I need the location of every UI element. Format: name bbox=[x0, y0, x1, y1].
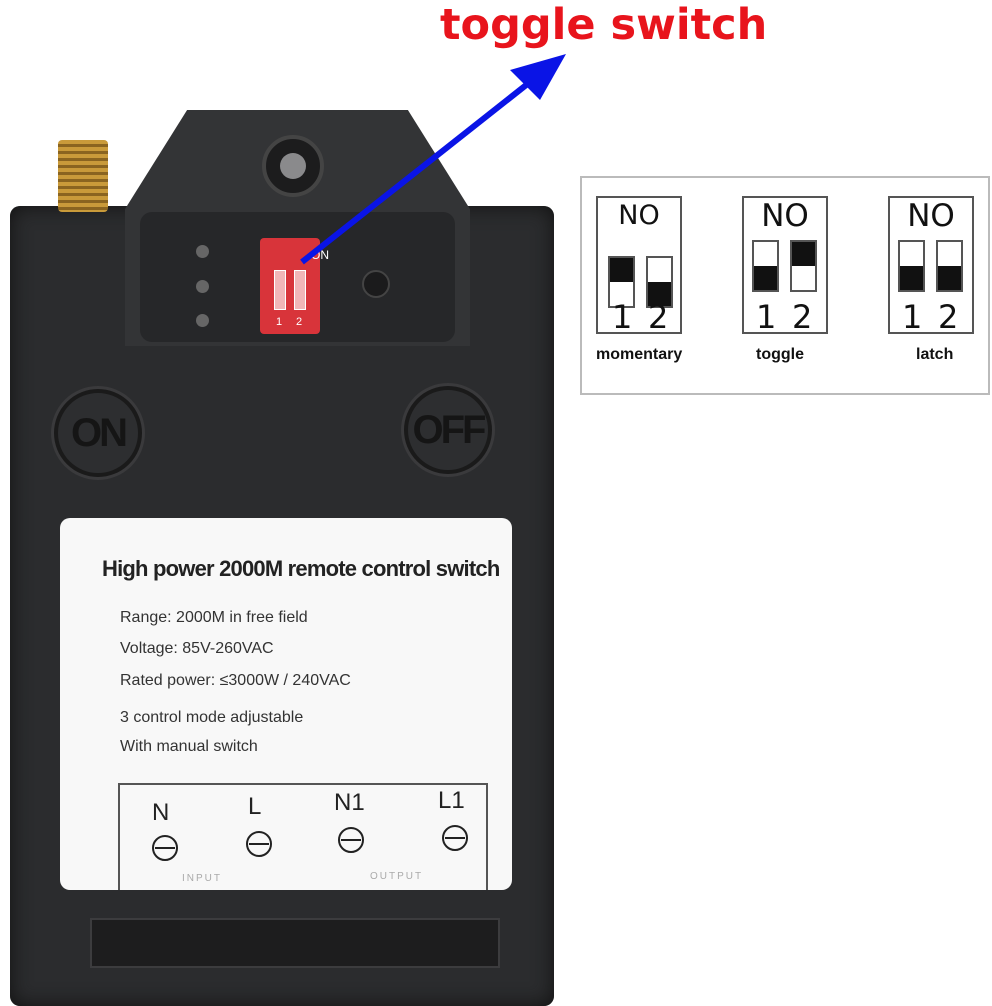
product-label: High power 2000M remote control switch R… bbox=[60, 518, 512, 890]
spec-line: 3 control mode adjustable bbox=[120, 709, 304, 726]
led-indicator bbox=[196, 280, 209, 293]
mode-caption: latch bbox=[916, 346, 954, 363]
switch-2 bbox=[790, 240, 817, 292]
mode-card-momentary: NO 1 2 bbox=[596, 196, 682, 336]
terminal-screw-icon bbox=[338, 827, 364, 853]
led-indicator bbox=[196, 314, 209, 327]
mode-header: NO bbox=[761, 198, 809, 234]
mounting-hole bbox=[262, 135, 324, 197]
mode-header: NO bbox=[907, 198, 955, 234]
switch-1 bbox=[608, 256, 635, 308]
dip-lever-2[interactable] bbox=[294, 270, 306, 310]
arrow-head-icon bbox=[510, 54, 566, 100]
learn-button[interactable] bbox=[362, 270, 390, 298]
callout-arrow bbox=[300, 54, 566, 265]
spec-line: Range: 2000M in free field bbox=[120, 609, 308, 626]
spec-line: Rated power: ≤3000W / 240VAC bbox=[120, 672, 351, 689]
output-label: OUTPUT bbox=[370, 871, 424, 882]
terminal-diagram: N L N1 L1 INPUT OUTPUT bbox=[118, 783, 488, 890]
spec-line: With manual switch bbox=[120, 738, 258, 755]
terminal-label: N1 bbox=[334, 789, 365, 816]
terminal-screw-icon bbox=[246, 831, 272, 857]
switch-1 bbox=[752, 240, 779, 292]
dip-number: 2 bbox=[296, 316, 303, 328]
off-button[interactable]: OFF bbox=[404, 386, 492, 474]
mode-card-toggle: NO 1 2 bbox=[742, 196, 828, 336]
terminal-label: L bbox=[248, 793, 262, 820]
switch-number: 2 bbox=[792, 298, 813, 336]
switch-number: 2 bbox=[648, 298, 669, 336]
switch-number: 1 bbox=[756, 298, 777, 336]
switch-1 bbox=[898, 240, 925, 292]
mode-diagram: NO 1 2 NO 1 2 NO 1 2 momentary toggle la… bbox=[580, 176, 990, 395]
switch-number: 1 bbox=[612, 298, 633, 336]
on-button[interactable]: ON bbox=[54, 389, 142, 477]
dip-number: 1 bbox=[276, 316, 283, 328]
mode-header: NO bbox=[618, 200, 660, 231]
mode-caption: toggle bbox=[756, 346, 804, 363]
arrow-shaft bbox=[300, 79, 532, 265]
dip-lever-1[interactable] bbox=[274, 270, 286, 310]
terminal-screw-icon bbox=[442, 825, 468, 851]
switch-2 bbox=[936, 240, 963, 292]
antenna-connector bbox=[58, 140, 108, 212]
mode-card-latch: NO 1 2 bbox=[888, 196, 974, 336]
mode-caption: momentary bbox=[596, 346, 683, 363]
terminal-label: N bbox=[152, 799, 170, 826]
callout-title: toggle switch bbox=[440, 0, 768, 50]
terminal-screw-icon bbox=[152, 835, 178, 861]
spec-line: Voltage: 85V-260VAC bbox=[120, 640, 274, 657]
terminal-label: L1 bbox=[438, 787, 465, 814]
switch-number: 1 bbox=[902, 298, 923, 336]
switch-number: 2 bbox=[938, 298, 959, 336]
input-label: INPUT bbox=[182, 873, 222, 884]
switch-2 bbox=[646, 256, 673, 308]
label-title: High power 2000M remote control switch bbox=[102, 556, 500, 581]
led-indicator bbox=[196, 245, 209, 258]
